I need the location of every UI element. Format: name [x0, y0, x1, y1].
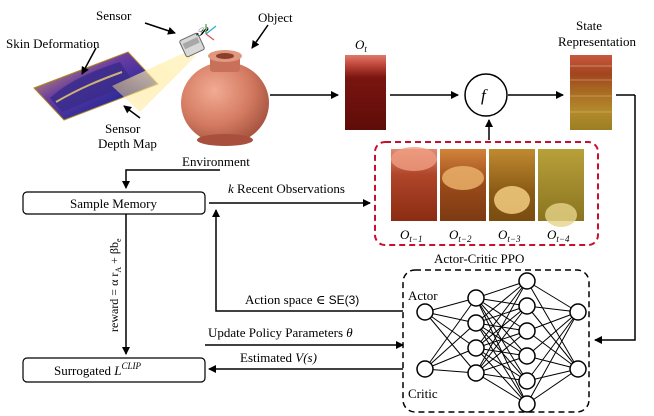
surrogated-loss-label: Surrogated LCLIP: [54, 361, 142, 378]
nn-connection: [424, 297, 477, 370]
nn-connection: [526, 280, 579, 370]
sample-memory-label: Sample Memory: [70, 196, 158, 211]
actor-label: Actor: [408, 288, 438, 303]
nn-connection: [475, 280, 528, 349]
nn-connection: [526, 311, 579, 332]
nn-node-layer-4: [569, 303, 587, 321]
nn-connection: [424, 347, 477, 370]
sensor-pointer-arrow: [144, 22, 176, 35]
object-label: Object: [258, 10, 293, 25]
nn-connection: [424, 311, 477, 374]
nn-connection: [475, 280, 528, 374]
fusion-function-node: [464, 73, 508, 117]
nn-connection: [424, 322, 477, 370]
nn-connection: [526, 311, 579, 405]
p-symbol: 𝒫: [196, 24, 209, 39]
action-space-label: Action space ∈ SE(3): [245, 292, 359, 307]
neural-network: [416, 272, 587, 413]
sensor-frame-icon: [205, 24, 217, 41]
k-recent-observations-label: k Recent Observations: [228, 181, 345, 196]
sample-memory-box: [22, 191, 206, 215]
nn-connection: [526, 330, 579, 370]
nn-connection: [526, 368, 579, 405]
nn-connection: [475, 280, 528, 299]
actor-critic-group: [402, 269, 590, 413]
skin-deformation-label: Skin Deformation: [6, 36, 100, 51]
nn-node-layer-2: [467, 289, 485, 307]
o-t-title: Ot: [355, 37, 367, 54]
state-representation-label-line2: Representation: [558, 34, 636, 49]
obs-t-minus-2-label: Ot−2: [449, 227, 472, 244]
nn-node-layer-4: [569, 360, 587, 378]
obs-t-minus-1-label: Ot−1: [400, 227, 422, 244]
nn-connection: [526, 280, 579, 313]
estimated-value-label: Estimated V(s): [240, 350, 317, 365]
action-space-arrow: [212, 209, 403, 312]
nn-node-layer-2: [467, 364, 485, 382]
sensor-beam: [112, 52, 196, 112]
depth-map-pointer-arrow: [123, 105, 141, 119]
actor-critic-title: Actor-Critic PPO: [434, 251, 524, 266]
sensor-depth-map-label-line2: Depth Map: [98, 136, 157, 151]
pot-object-image: [181, 50, 269, 146]
obs-t-minus-3-label: Ot−3: [498, 227, 521, 244]
nn-node-layer-3: [518, 322, 536, 340]
nn-connection: [424, 311, 477, 349]
nn-node-layer-3: [518, 347, 536, 365]
sensor-label: Sensor: [96, 8, 132, 23]
skin-deformation-image: [33, 51, 159, 121]
reward-formula: reward = α rA + βbe: [107, 238, 123, 332]
environment-illustration: [33, 32, 269, 146]
nn-node-layer-3: [518, 272, 536, 290]
nn-connection: [475, 355, 528, 374]
nn-connection: [526, 355, 579, 370]
nn-connection: [475, 305, 528, 374]
nn-node-layer-3: [518, 395, 536, 413]
state-to-ppo-arrow: [594, 95, 636, 344]
current-observation-image: [345, 55, 386, 130]
sensor-depth-map-label-line1: Sensor: [105, 121, 141, 136]
sensor-icon: [179, 32, 205, 58]
object-pointer-arrow: [251, 24, 269, 49]
nn-connection: [526, 305, 579, 370]
state-representation-label-line1: State: [576, 18, 602, 33]
nn-connection: [475, 280, 528, 324]
update-policy-label: Update Policy Parameters θ: [208, 325, 353, 340]
nn-connection: [475, 330, 528, 374]
nn-node-layer-1: [416, 303, 434, 321]
environment-label: Environment: [182, 154, 250, 169]
nn-node-layer-2: [467, 339, 485, 357]
critic-label: Critic: [408, 386, 438, 401]
state-representation-image: [570, 55, 612, 130]
nn-node-layer-1: [416, 360, 434, 378]
skin-deformation-pointer-arrow: [81, 47, 97, 75]
recent-observations-group: [374, 141, 599, 246]
env-to-memory-arrow: [122, 169, 220, 189]
surrogated-loss-box: [22, 357, 206, 383]
obs-t-minus-4-label: Ot−4: [547, 227, 570, 244]
nn-connection: [526, 311, 579, 357]
nn-node-layer-3: [518, 372, 536, 390]
nn-connection: [424, 297, 477, 313]
nn-connection: [526, 311, 579, 382]
nn-connection: [475, 372, 528, 405]
f-symbol: f: [481, 86, 488, 105]
nn-node-layer-2: [467, 314, 485, 332]
nn-node-layer-3: [518, 297, 536, 315]
